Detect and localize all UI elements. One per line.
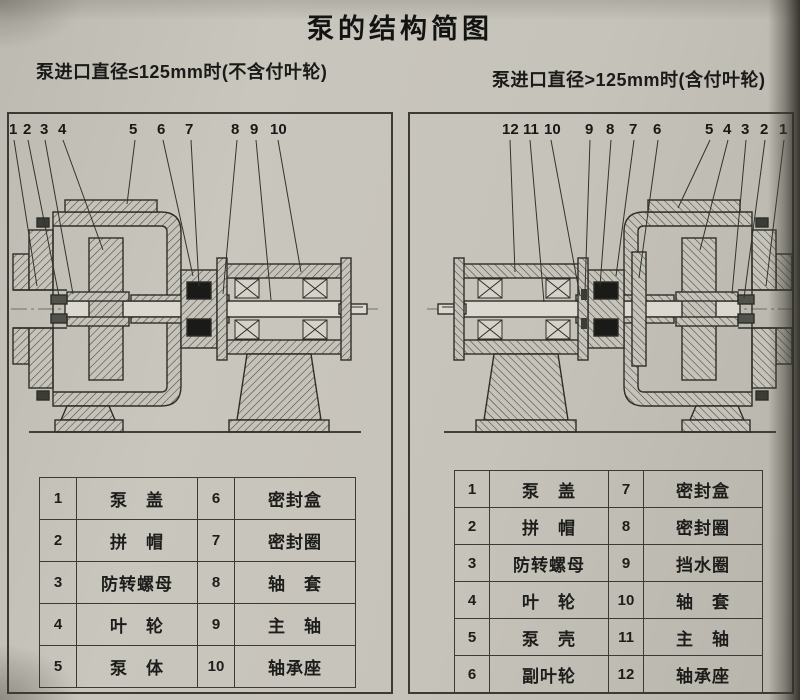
part-name: 叶 轮 — [76, 603, 198, 646]
part-name: 轴承座 — [234, 645, 356, 688]
part-number: 11 — [608, 618, 644, 656]
table-row: 5 泵 体 10 轴承座 — [39, 645, 356, 688]
part-number: 9 — [608, 544, 644, 582]
left-diagram-panel: 1 2 3 4 5 6 7 8 9 10 1 泵 盖 6 密封盒 2 拼 帽 7… — [7, 112, 393, 694]
part-name: 泵 体 — [76, 645, 198, 688]
callout-number: 9 — [585, 121, 594, 138]
part-number: 3 — [454, 544, 490, 582]
callout-number: 9 — [250, 121, 259, 138]
part-number: 4 — [454, 581, 490, 619]
right-parts-table: 1 泵 盖 7 密封盒 2 拼 帽 8 密封圈 3 防转螺母 9 挡水圈 4 叶… — [454, 470, 763, 693]
callout-number: 3 — [40, 121, 49, 138]
table-row: 1 泵 盖 7 密封盒 — [454, 470, 763, 508]
callout-number: 6 — [653, 121, 662, 138]
part-number: 1 — [39, 477, 77, 520]
part-name: 防转螺母 — [489, 544, 609, 582]
table-row: 2 拼 帽 7 密封圈 — [39, 519, 356, 562]
part-name: 轴 套 — [234, 561, 356, 604]
part-number: 12 — [608, 655, 644, 693]
part-number: 4 — [39, 603, 77, 646]
part-name: 密封盒 — [234, 477, 356, 520]
callout-number: 5 — [129, 121, 138, 138]
part-name: 轴承座 — [643, 655, 763, 693]
table-row: 5 泵 壳 11 主 轴 — [454, 618, 763, 656]
part-number: 5 — [454, 618, 490, 656]
callout-number: 4 — [58, 121, 67, 138]
part-name: 叶 轮 — [489, 581, 609, 619]
pump-cross-section-left — [10, 139, 382, 433]
part-number: 3 — [39, 561, 77, 604]
water-slinger — [581, 289, 587, 300]
pump-diagram-large-inlet: 12 11 10 9 8 7 6 5 4 3 2 1 — [410, 114, 796, 464]
part-name: 泵 盖 — [489, 470, 609, 508]
part-name: 主 轴 — [234, 603, 356, 646]
callout-number: 2 — [760, 121, 769, 138]
part-number: 7 — [608, 470, 644, 508]
table-row: 4 叶 轮 9 主 轴 — [39, 603, 356, 646]
part-name: 主 轴 — [643, 618, 763, 656]
pump-diagram-small-inlet: 1 2 3 4 5 6 7 8 9 10 — [9, 114, 395, 464]
auxiliary-impeller — [631, 251, 647, 367]
water-slinger — [581, 318, 587, 329]
callout-number: 6 — [157, 121, 166, 138]
right-diagram-panel: 12 11 10 9 8 7 6 5 4 3 2 1 1 泵 盖 7 密封盒 2… — [408, 112, 796, 694]
table-row: 3 防转螺母 8 轴 套 — [39, 561, 356, 604]
page-title: 泵的结构简图 — [307, 14, 493, 44]
callout-number: 12 — [502, 121, 519, 138]
part-number: 7 — [197, 519, 235, 562]
callout-number: 3 — [741, 121, 750, 138]
part-name: 轴 套 — [643, 581, 763, 619]
part-number: 8 — [608, 507, 644, 545]
callout-number: 11 — [523, 121, 539, 138]
callout-number: 8 — [231, 121, 240, 138]
callout-number: 10 — [544, 121, 561, 138]
part-name: 挡水圈 — [643, 544, 763, 582]
callout-number: 1 — [9, 121, 18, 138]
part-number: 10 — [608, 581, 644, 619]
callout-number: 1 — [779, 121, 788, 138]
part-number: 10 — [197, 645, 235, 688]
part-name: 密封盒 — [643, 470, 763, 508]
table-row: 1 泵 盖 6 密封盒 — [39, 477, 356, 520]
part-name: 泵 盖 — [76, 477, 198, 520]
part-name: 泵 壳 — [489, 618, 609, 656]
callout-number: 7 — [185, 121, 194, 138]
part-number: 1 — [454, 470, 490, 508]
table-row: 4 叶 轮 10 轴 套 — [454, 581, 763, 619]
left-panel-heading: 泵进口直径≤125mm时(不含付叶轮) — [36, 62, 328, 82]
part-name: 副叶轮 — [489, 655, 609, 693]
part-number: 6 — [197, 477, 235, 520]
pump-cross-section-right — [423, 139, 795, 433]
part-name: 拼 帽 — [489, 507, 609, 545]
callout-number: 5 — [705, 121, 714, 138]
part-number: 2 — [454, 507, 490, 545]
part-name: 拼 帽 — [76, 519, 198, 562]
right-panel-heading: 泵进口直径>125mm时(含付叶轮) — [492, 70, 766, 90]
table-row: 6 副叶轮 12 轴承座 — [454, 655, 763, 693]
part-number: 5 — [39, 645, 77, 688]
table-row: 3 防转螺母 9 挡水圈 — [454, 544, 763, 582]
callout-number: 7 — [629, 121, 638, 138]
callout-number: 4 — [723, 121, 732, 138]
part-number: 6 — [454, 655, 490, 693]
part-number: 2 — [39, 519, 77, 562]
part-name: 密封圈 — [234, 519, 356, 562]
callout-number: 2 — [23, 121, 32, 138]
part-name: 防转螺母 — [76, 561, 198, 604]
table-row: 2 拼 帽 8 密封圈 — [454, 507, 763, 545]
part-number: 8 — [197, 561, 235, 604]
callout-number: 8 — [606, 121, 615, 138]
part-name: 密封圈 — [643, 507, 763, 545]
callout-number: 10 — [270, 121, 287, 138]
part-number: 9 — [197, 603, 235, 646]
left-parts-table: 1 泵 盖 6 密封盒 2 拼 帽 7 密封圈 3 防转螺母 8 轴 套 4 叶… — [39, 477, 356, 688]
